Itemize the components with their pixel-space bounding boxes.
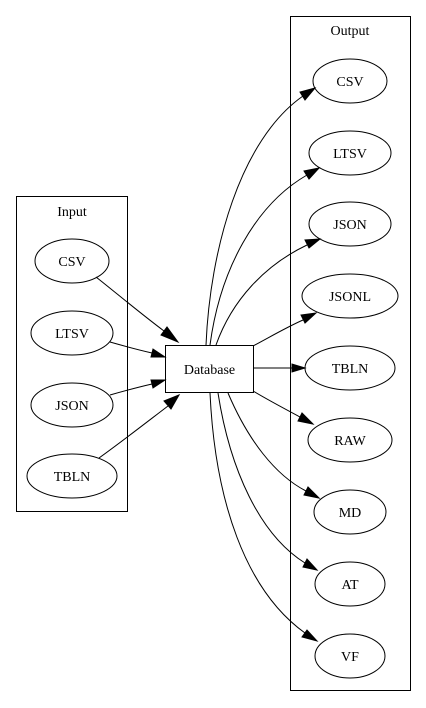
output-node-json-shape xyxy=(308,201,392,247)
arrowhead-icon xyxy=(299,87,317,101)
arrowhead-icon xyxy=(160,326,180,344)
edge-line xyxy=(209,174,308,346)
edge-database-to-out-raw xyxy=(252,390,315,425)
arrowhead-icon xyxy=(291,363,307,373)
input-node-tbln-shape xyxy=(26,453,118,499)
edge-line xyxy=(205,95,304,346)
edge-database-to-out-md xyxy=(227,392,321,499)
arrowhead-icon xyxy=(297,412,315,425)
edge-database-to-out-tbln xyxy=(254,363,307,373)
edge-line xyxy=(217,392,306,564)
input-node-tbln-label: TBLN xyxy=(54,470,91,485)
edge-in-tbln-to-database xyxy=(98,394,181,459)
edge-line xyxy=(215,244,308,346)
edge-line xyxy=(109,341,153,354)
output-node-jsonl-shape xyxy=(301,273,399,319)
output-node-raw: RAW xyxy=(307,417,393,463)
database-node-shape xyxy=(165,345,254,393)
output-node-raw-label: RAW xyxy=(334,434,366,449)
arrowhead-icon xyxy=(150,379,167,389)
output-node-at: AT xyxy=(314,561,386,607)
edge-in-csv-to-database xyxy=(95,276,180,344)
edge-in-json-to-database xyxy=(109,379,167,396)
database-node: Database xyxy=(165,345,254,393)
edge-database-to-out-ltsv xyxy=(209,167,321,346)
output-node-csv: CSV xyxy=(312,58,388,104)
output-node-ltsv: LTSV xyxy=(308,130,392,176)
output-node-raw-shape xyxy=(307,417,393,463)
input-node-ltsv: LTSV xyxy=(30,310,114,356)
arrowhead-icon xyxy=(303,167,321,180)
output-node-csv-shape xyxy=(312,58,388,104)
arrowhead-icon xyxy=(163,394,181,410)
output-node-tbln-label: TBLN xyxy=(332,362,369,377)
input-node-csv-label: CSV xyxy=(58,255,85,270)
edge-line xyxy=(109,383,153,396)
edge-database-to-out-vf xyxy=(209,392,319,642)
input-node-csv-shape xyxy=(34,238,110,284)
output-node-json-label: JSON xyxy=(333,218,366,233)
input-node-json-shape xyxy=(30,382,114,428)
input-cluster-label: Input xyxy=(57,205,87,220)
arrowhead-icon xyxy=(150,348,167,358)
output-node-vf: VF xyxy=(314,633,386,679)
arrowhead-icon xyxy=(304,238,322,249)
output-node-tbln-shape xyxy=(304,345,396,391)
input-node-json: JSON xyxy=(30,382,114,428)
output-node-at-shape xyxy=(314,561,386,607)
input-cluster: Input xyxy=(16,196,128,512)
output-node-at-label: AT xyxy=(341,578,359,593)
arrowhead-icon xyxy=(300,312,318,324)
arrowhead-icon xyxy=(303,486,321,499)
edges xyxy=(95,87,322,642)
edge-line xyxy=(98,405,169,459)
output-node-tbln: TBLN xyxy=(304,345,396,391)
output-node-md-label: MD xyxy=(339,506,362,521)
edge-line xyxy=(209,392,306,634)
output-node-jsonl: JSONL xyxy=(301,273,399,319)
output-node-vf-shape xyxy=(314,633,386,679)
edge-line xyxy=(95,276,165,332)
arrowhead-icon xyxy=(302,558,319,571)
output-node-jsonl-label: JSONL xyxy=(329,290,371,305)
input-node-csv: CSV xyxy=(34,238,110,284)
input-node-ltsv-label: LTSV xyxy=(55,327,89,342)
edge-database-to-out-csv xyxy=(205,87,317,346)
edge-database-to-out-at xyxy=(217,392,319,571)
edge-database-to-out-json xyxy=(215,238,322,346)
input-cluster-border xyxy=(16,196,128,512)
output-node-ltsv-shape xyxy=(308,130,392,176)
edge-line xyxy=(252,319,304,347)
output-cluster: Output xyxy=(290,16,411,691)
input-node-ltsv-shape xyxy=(30,310,114,356)
output-node-csv-label: CSV xyxy=(336,75,363,90)
edge-line xyxy=(252,390,301,418)
output-cluster-border xyxy=(290,16,411,691)
input-node-tbln: TBLN xyxy=(26,453,118,499)
output-node-vf-label: VF xyxy=(341,650,359,665)
output-cluster-label: Output xyxy=(331,24,370,39)
arrowhead-icon xyxy=(301,629,319,642)
output-node-md: MD xyxy=(313,489,387,535)
output-node-ltsv-label: LTSV xyxy=(333,147,367,162)
database-node-label: Database xyxy=(184,363,235,378)
input-node-json-label: JSON xyxy=(55,399,88,414)
edge-database-to-out-jsonl xyxy=(252,312,318,347)
output-node-md-shape xyxy=(313,489,387,535)
edge-in-ltsv-to-database xyxy=(109,341,167,358)
output-node-json: JSON xyxy=(308,201,392,247)
edge-line xyxy=(227,392,307,492)
